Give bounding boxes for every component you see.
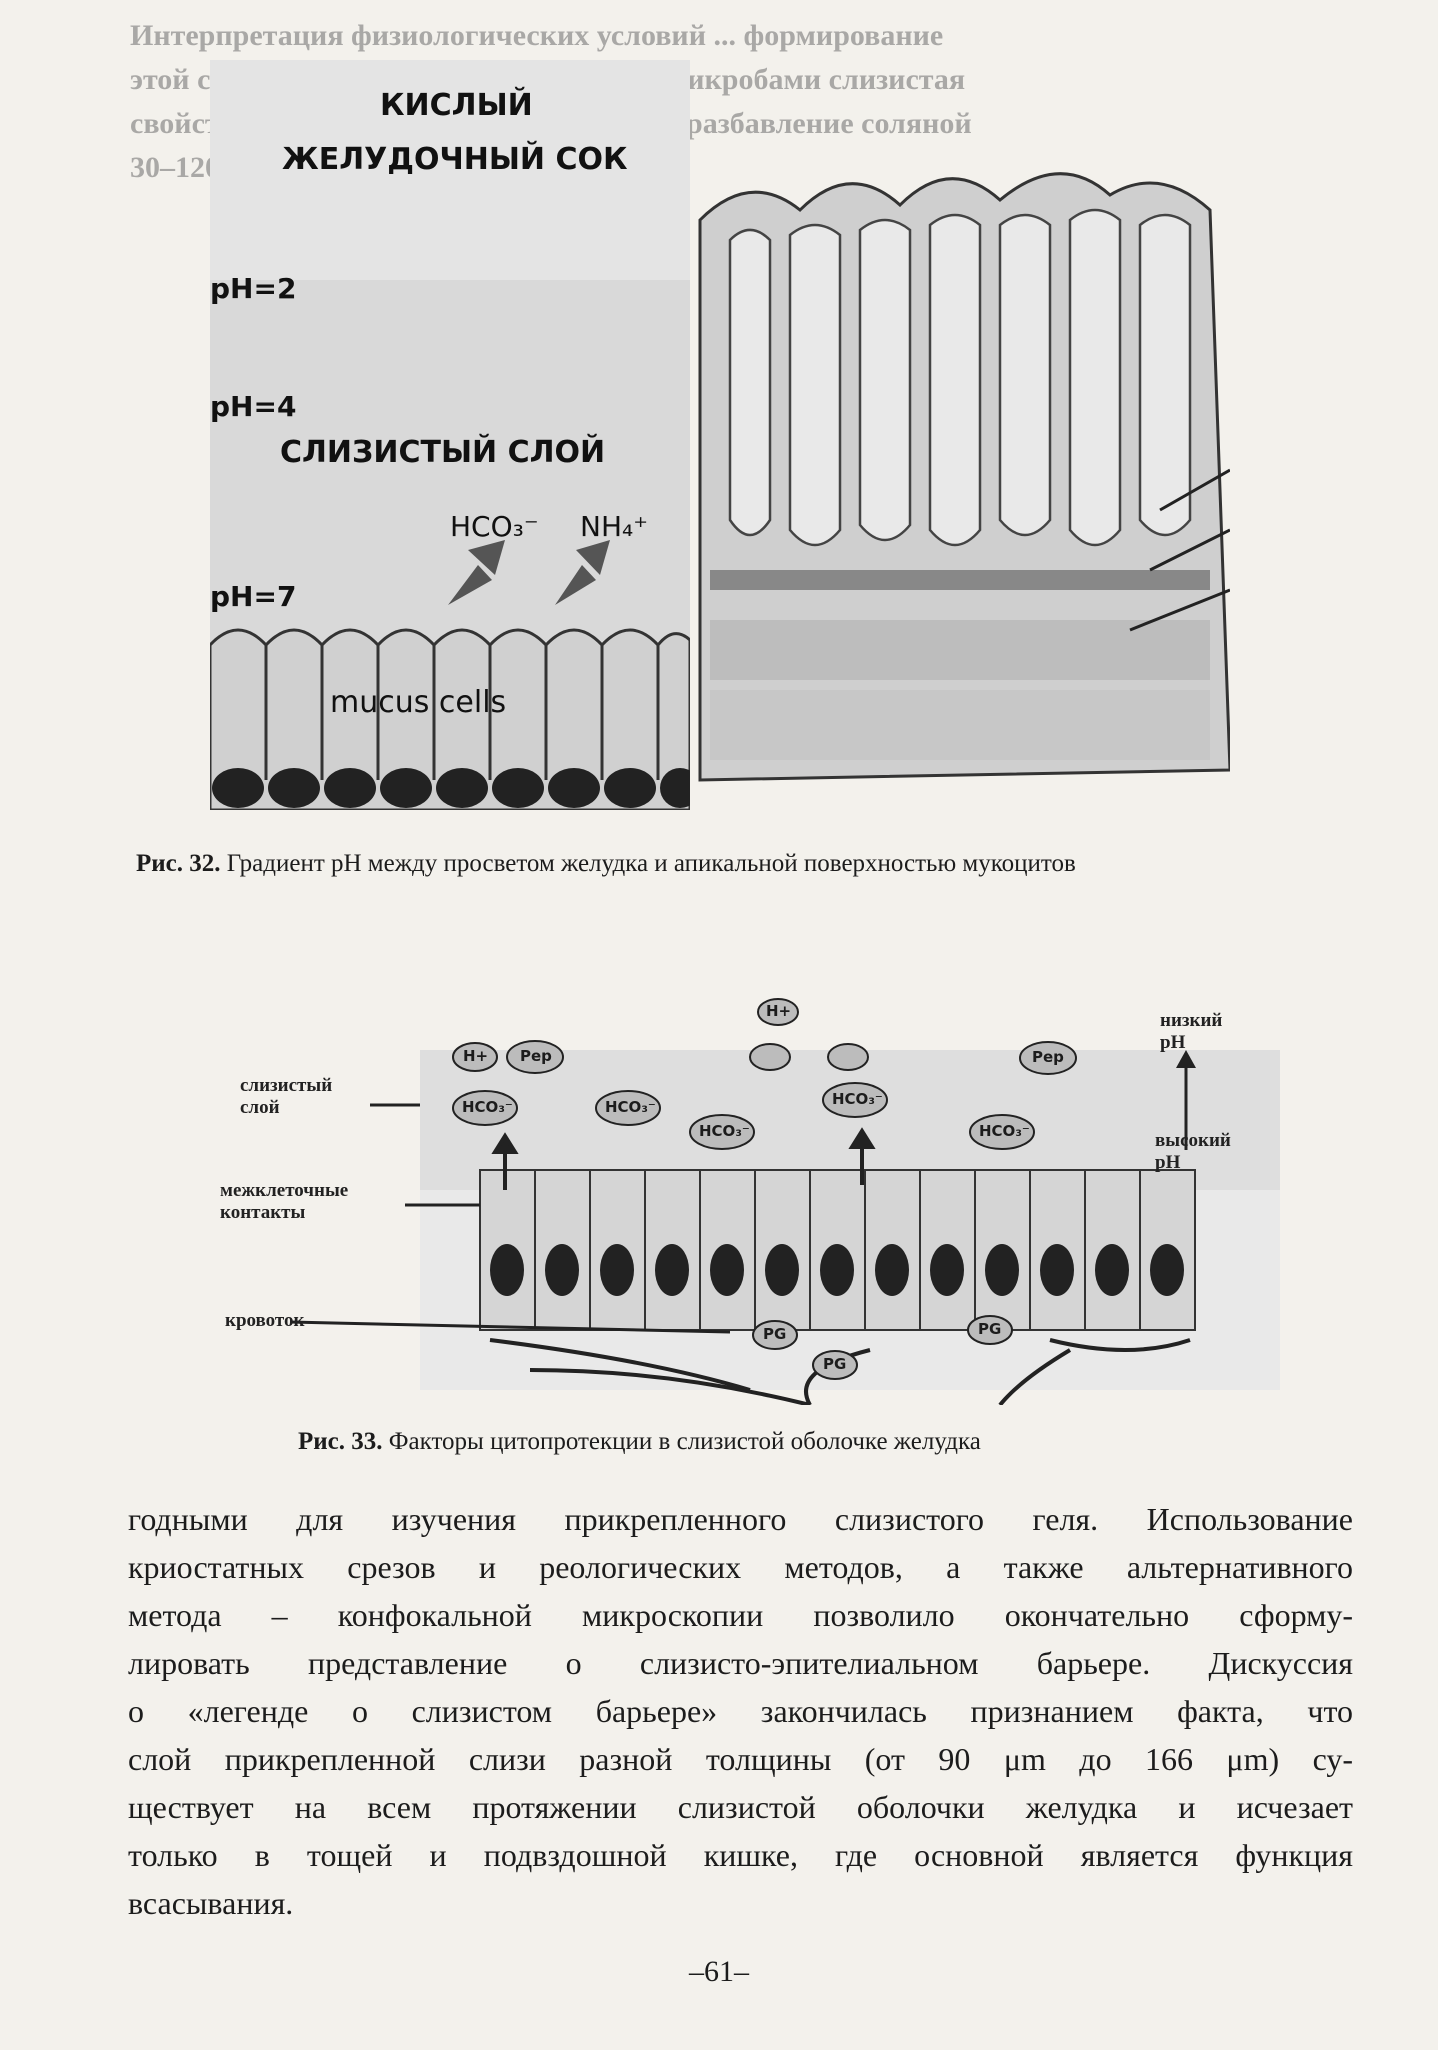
ph7-label: pH=7 [210,580,297,613]
figure33-caption: Рис. 33. Факторы цитопротекции в слизист… [298,1428,981,1455]
page-number: –61– [689,1955,749,1988]
bicarbonate-chip-3: HCO₃⁻ [832,1090,883,1108]
bicarbonate-chip-5: HCO₃⁻ [979,1122,1030,1140]
acid-juice-label-2: ЖЕЛУДОЧНЫЙ СОК [282,142,628,177]
body-line: ществует на всем протяжении слизистой об… [128,1789,1353,1825]
mucus-cells-illustration [210,60,690,810]
body-line: лировать представление о слизисто-эпител… [128,1645,1353,1681]
cytoprotection-illustration [289,998,1280,1405]
intercellular-junctions-label: межклеточные контакты [220,1180,349,1223]
ph2-label: pH=2 [210,272,297,305]
hco3-label: HCO₃⁻ [450,510,539,543]
bicarbonate-chip-2: HCO₃⁻ [605,1098,656,1116]
body-line: годными для изучения прикрепленного слиз… [128,1501,1353,1537]
figure32-caption: Рис. 32. Градиент рН между просветом жел… [136,850,1076,877]
bicarbonate-chip: HCO₃⁻ [462,1098,513,1116]
prostaglandin-chip-3: PG [978,1320,1002,1338]
high-ph-label: высокий pH [1155,1130,1231,1173]
h-ion-chip: H+ [463,1047,489,1065]
ph4-label: pH=4 [210,390,297,423]
body-line: о «легенде о слизистом барьере» закончил… [128,1693,1353,1729]
gastric-mucosa-illustration [690,150,1232,800]
acid-juice-label-1: КИСЛЫЙ [380,88,533,123]
figure32-gradient-panel: КИСЛЫЙ ЖЕЛУДОЧНЫЙ СОК pH=2 pH=4 СЛИЗИСТЫ… [210,60,690,810]
low-ph-label: низкий pH [1160,1010,1223,1053]
body-line: всасывания. [128,1885,294,1921]
gastric-mucosa-drawing [698,172,1232,782]
mucus-layer-label: слизистый слой [240,1075,333,1118]
body-line: слой прикрепленной слизи разной толщины … [128,1741,1353,1777]
figure33-cytoprotection: H+ Pep H+ Pep HCO₃⁻ HCO₃⁻ HCO₃⁻ HCO₃⁻ HC… [170,940,1280,1405]
mucus-cells-label: mucus cells [330,685,507,720]
body-line: только в тощей и подвздошной кишке, где … [128,1837,1353,1873]
h-ion-chip-2: H+ [766,1002,792,1020]
nh4-label: NH₄⁺ [580,510,649,543]
mucus-layer-label: СЛИЗИСТЫЙ СЛОЙ [280,435,606,470]
prostaglandin-chip: PG [763,1325,787,1343]
body-line: метода – конфокальной микроскопии позвол… [128,1597,1353,1633]
prostaglandin-chip-2: PG [823,1355,847,1373]
bloodflow-label: кровоток [225,1310,305,1331]
body-line: криостатных срезов и реологических метод… [128,1549,1353,1585]
bicarbonate-chip-4: HCO₃⁻ [699,1122,750,1140]
pepsin-chip: Pep [520,1047,552,1065]
body-paragraph: годными для изучения прикрепленного слиз… [128,1495,1353,1927]
pepsin-chip-2: Pep [1032,1048,1064,1066]
